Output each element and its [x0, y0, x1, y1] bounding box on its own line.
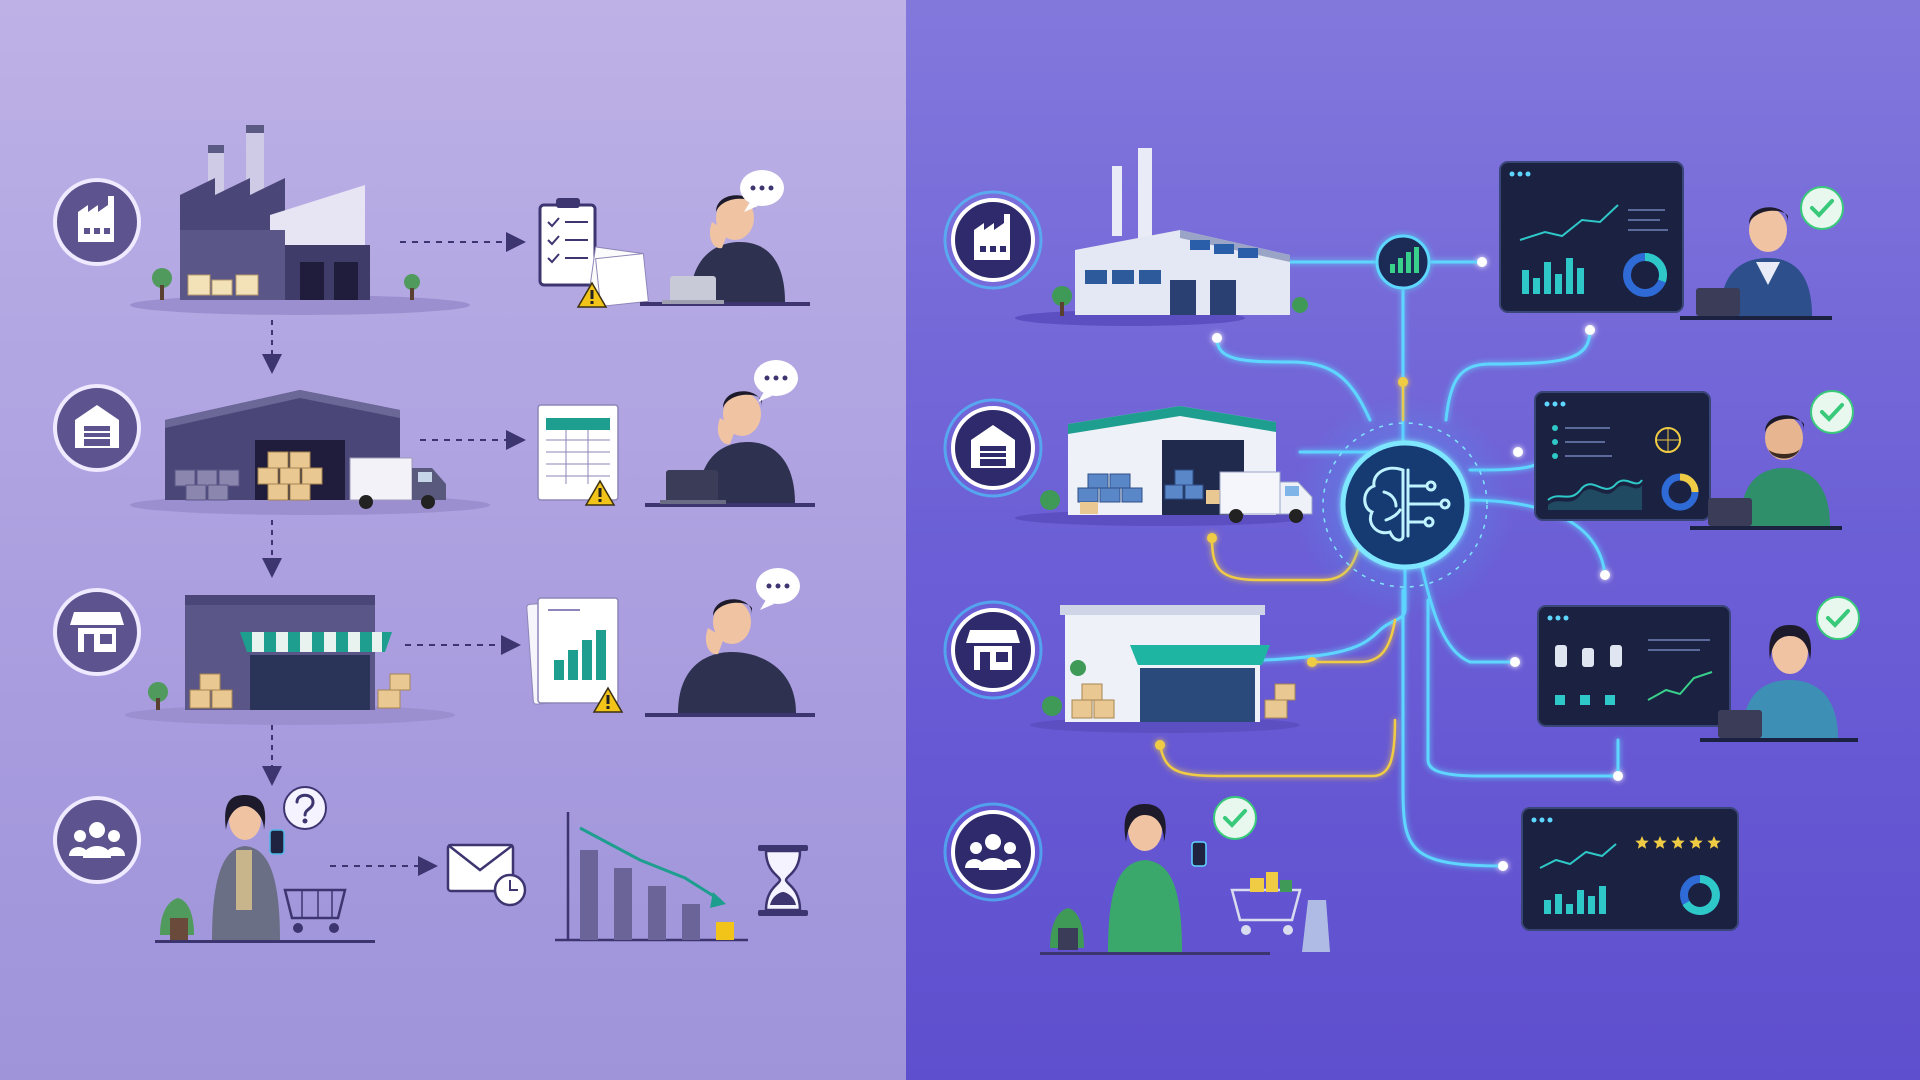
- declining-bar: [580, 850, 598, 940]
- left-row-customers: [53, 786, 808, 943]
- modern-store-building: [1030, 605, 1300, 733]
- analytics-node: [1375, 234, 1431, 290]
- right-row-customers: [943, 796, 1739, 955]
- confident-worker: [1700, 625, 1858, 742]
- factory-stage-icon: [943, 190, 1043, 290]
- store-stage-icon: [943, 600, 1043, 700]
- check-icon: [1800, 186, 1844, 230]
- factory-stage-icon: [53, 178, 141, 266]
- star-icon: [1689, 836, 1703, 849]
- ellipsis-bubble: [756, 568, 800, 610]
- warning-icon: [584, 479, 616, 506]
- star-icon: [1635, 836, 1649, 849]
- star-icon: [1653, 836, 1667, 849]
- right-row-store: [943, 596, 1860, 742]
- envelope-clock-icon: [446, 843, 527, 907]
- star-rating: [1635, 836, 1721, 849]
- warning-icon: [592, 686, 624, 713]
- modern-factory-building: [1015, 148, 1308, 326]
- left-row-factory: [53, 125, 810, 315]
- declining-bar: [614, 868, 632, 940]
- confused-customer: [155, 795, 375, 943]
- retail-dashboard: [1537, 605, 1731, 727]
- inventory-dashboard: [1534, 391, 1711, 521]
- brain-circuit-icon: [1363, 466, 1451, 542]
- check-icon: [1810, 390, 1854, 434]
- customer-dashboard: [1521, 807, 1739, 931]
- left-row-warehouse: [53, 360, 815, 515]
- modern-delivery-truck: [1219, 471, 1313, 523]
- customers-stage-icon: [943, 802, 1043, 902]
- warehouse-stage-icon: [53, 384, 141, 472]
- right-row-factory: [943, 148, 1844, 326]
- declining-bar: [682, 904, 700, 940]
- right-row-warehouse: [943, 390, 1854, 530]
- check-icon: [1816, 596, 1860, 640]
- brain-hub: [1295, 395, 1515, 615]
- ellipsis-bubble: [740, 170, 784, 212]
- declining-bar-chart: [555, 812, 748, 942]
- analytics-dashboard: [1499, 161, 1684, 313]
- worried-worker: [640, 195, 810, 306]
- declining-bar: [716, 922, 734, 940]
- delivery-truck: [349, 457, 446, 509]
- warning-icon: [576, 281, 608, 308]
- store-stage-icon: [53, 588, 141, 676]
- factory-building: [130, 125, 470, 315]
- question-bubble: [283, 786, 327, 830]
- hourglass-icon: [758, 845, 808, 916]
- spreadsheet-icon: [537, 404, 619, 501]
- star-icon: [1671, 836, 1685, 849]
- left-row-store: [53, 568, 815, 725]
- confident-worker: [1680, 207, 1832, 320]
- checklist-icon: [538, 198, 649, 307]
- ellipsis-bubble: [754, 360, 798, 402]
- declining-bar: [648, 886, 666, 940]
- confident-worker: [1690, 415, 1842, 530]
- happy-customer: [1040, 804, 1330, 955]
- warehouse-stage-icon: [943, 398, 1043, 498]
- star-icon: [1707, 836, 1721, 849]
- store-building: [125, 595, 455, 725]
- customers-stage-icon: [53, 796, 141, 884]
- check-icon: [1213, 796, 1257, 840]
- bar-report-icon: [526, 597, 619, 705]
- worried-worker: [645, 599, 815, 717]
- worried-worker: [645, 391, 815, 507]
